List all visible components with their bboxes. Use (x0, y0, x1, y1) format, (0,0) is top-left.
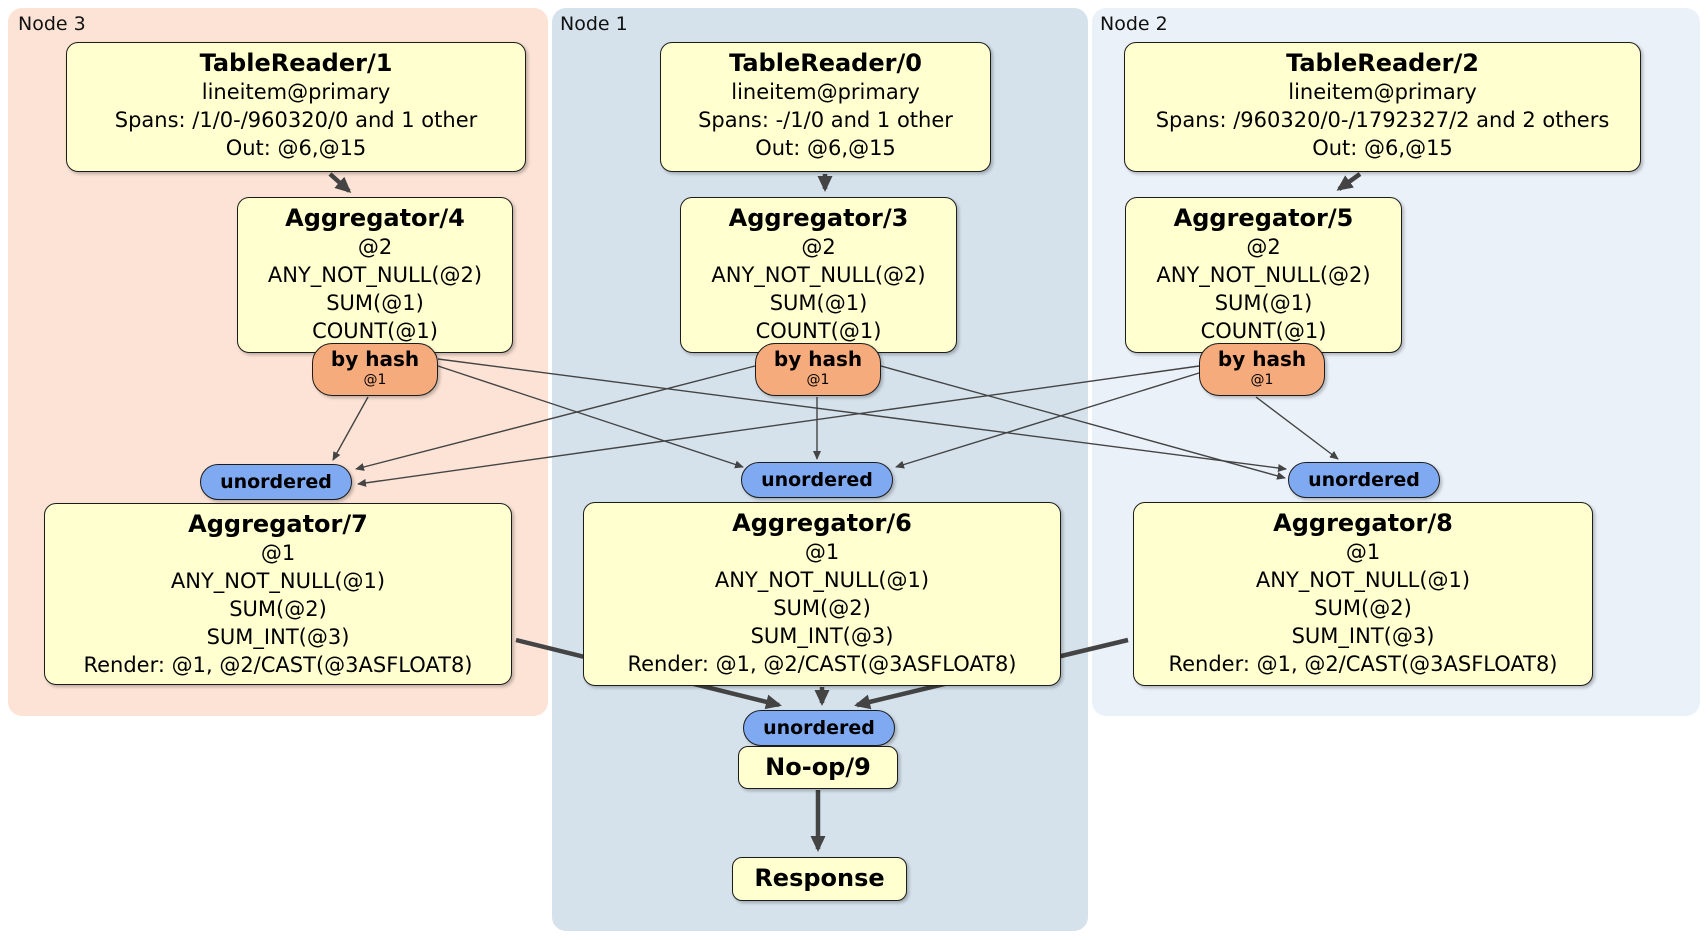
sync-unordered-mid: unordered (741, 462, 893, 498)
sync-label: unordered (763, 717, 875, 739)
processor-line: @1 (804, 540, 840, 564)
arrow-tr1-agg4 (328, 172, 352, 194)
processor-title: TableReader/2 (1286, 49, 1479, 77)
router-by-hash-4: by hash @1 (312, 343, 438, 396)
processor-line: ANY_NOT_NULL(@1) (714, 568, 930, 592)
processor-line: ANY_NOT_NULL(@2) (1156, 263, 1371, 287)
processor-aggregator-3: Aggregator/3 @2 ANY_NOT_NULL(@2) SUM(@1)… (680, 197, 957, 353)
processor-aggregator-4: Aggregator/4 @2 ANY_NOT_NULL(@2) SUM(@1)… (237, 197, 513, 353)
processor-title: No-op/9 (765, 753, 871, 781)
stream-byhash4-left (332, 396, 369, 461)
processor-aggregator-7: Aggregator/7 @1 ANY_NOT_NULL(@1) SUM(@2)… (44, 503, 512, 685)
stream-byhash5-left (357, 365, 1200, 487)
processor-line: ANY_NOT_NULL(@2) (267, 263, 483, 287)
processor-title: Aggregator/3 (728, 204, 909, 232)
region-label-node-2: Node 2 (1100, 13, 1168, 35)
processor-line: SUM(@2) (1314, 596, 1412, 620)
arrow-tr2-agg5 (1336, 172, 1362, 191)
processor-line: ANY_NOT_NULL(@1) (1255, 568, 1471, 592)
stream-byhash5-right (1255, 396, 1339, 460)
processor-line: SUM(@2) (773, 596, 871, 620)
processor-line: SUM_INT(@3) (750, 624, 894, 648)
processor-line: Render: @1, @2/CAST(@3ASFLOAT8) (83, 653, 473, 677)
processor-line: SUM_INT(@3) (206, 625, 350, 649)
processor-line: COUNT(@1) (312, 319, 438, 343)
processor-aggregator-5: Aggregator/5 @2 ANY_NOT_NULL(@2) SUM(@1)… (1125, 197, 1402, 353)
region-label-node-1: Node 1 (560, 13, 628, 35)
processor-aggregator-6: Aggregator/6 @1 ANY_NOT_NULL(@1) SUM(@2)… (583, 502, 1061, 686)
processor-noop-9: No-op/9 (738, 746, 898, 789)
processor-aggregator-8: Aggregator/8 @1 ANY_NOT_NULL(@1) SUM(@2)… (1133, 502, 1593, 686)
processor-line: @2 (801, 235, 836, 259)
sync-unordered-bottom: unordered (743, 710, 895, 746)
stream-byhash3-right (880, 365, 1286, 480)
processor-title: Aggregator/6 (732, 509, 912, 537)
processor-line: Spans: /1/0-/960320/0 and 1 other (114, 108, 478, 132)
processor-title: Response (754, 864, 885, 892)
processor-line: @1 (1345, 540, 1381, 564)
processor-line: Render: @1, @2/CAST(@3ASFLOAT8) (1168, 652, 1558, 676)
router-label: by hash (1217, 347, 1307, 371)
router-by-hash-5: by hash @1 (1199, 343, 1325, 396)
stream-byhash4-mid (437, 365, 744, 469)
stream-byhash5-mid (895, 372, 1200, 469)
processor-line: SUM(@1) (326, 291, 424, 315)
router-detail: @1 (806, 372, 830, 388)
processor-line: SUM_INT(@3) (1291, 624, 1435, 648)
processor-line: lineitem@primary (201, 80, 391, 104)
processor-line: @2 (357, 235, 393, 259)
processor-line: Out: @6,@15 (755, 136, 896, 160)
region-label-node-3: Node 3 (18, 13, 86, 35)
processor-line: Spans: -/1/0 and 1 other (698, 108, 953, 132)
router-label: by hash (773, 347, 863, 371)
router-by-hash-3: by hash @1 (755, 343, 881, 396)
router-label: by hash (330, 347, 420, 371)
sync-unordered-left: unordered (200, 464, 352, 500)
sync-unordered-right: unordered (1288, 462, 1440, 498)
router-detail: @1 (363, 372, 387, 388)
sync-label: unordered (1308, 469, 1420, 491)
processor-tablereader-0: TableReader/0 lineitem@primary Spans: -/… (660, 42, 991, 172)
processor-title: Aggregator/4 (285, 204, 465, 232)
processor-line: Out: @6,@15 (1312, 136, 1453, 160)
processor-line: SUM(@2) (229, 597, 327, 621)
sync-label: unordered (220, 471, 332, 493)
stream-byhash4-right (437, 358, 1287, 472)
processor-line: Spans: /960320/0-/1792327/2 and 2 others (1155, 108, 1610, 132)
processor-tablereader-1: TableReader/1 lineitem@primary Spans: /1… (66, 42, 526, 172)
processor-title: Aggregator/5 (1173, 204, 1354, 232)
stream-byhash3-left (355, 365, 756, 471)
processor-line: ANY_NOT_NULL(@1) (170, 569, 386, 593)
processor-line: SUM(@1) (1214, 291, 1313, 315)
processor-line: COUNT(@1) (1200, 319, 1327, 343)
processor-line: ANY_NOT_NULL(@2) (711, 263, 926, 287)
processor-title: TableReader/0 (729, 49, 922, 77)
processor-response: Response (732, 857, 907, 901)
processor-line: Render: @1, @2/CAST(@3ASFLOAT8) (627, 652, 1017, 676)
processor-line: SUM(@1) (769, 291, 868, 315)
processor-title: Aggregator/8 (1273, 509, 1453, 537)
processor-line: @2 (1246, 235, 1281, 259)
processor-tablereader-2: TableReader/2 lineitem@primary Spans: /9… (1124, 42, 1641, 172)
router-detail: @1 (1250, 372, 1274, 388)
processor-line: @1 (260, 541, 296, 565)
processor-line: lineitem@primary (731, 80, 920, 104)
sync-label: unordered (761, 469, 873, 491)
processor-title: Aggregator/7 (188, 510, 368, 538)
processor-line: Out: @6,@15 (225, 136, 367, 160)
processor-line: COUNT(@1) (755, 319, 882, 343)
processor-title: TableReader/1 (199, 49, 393, 77)
processor-line: lineitem@primary (1288, 80, 1477, 104)
